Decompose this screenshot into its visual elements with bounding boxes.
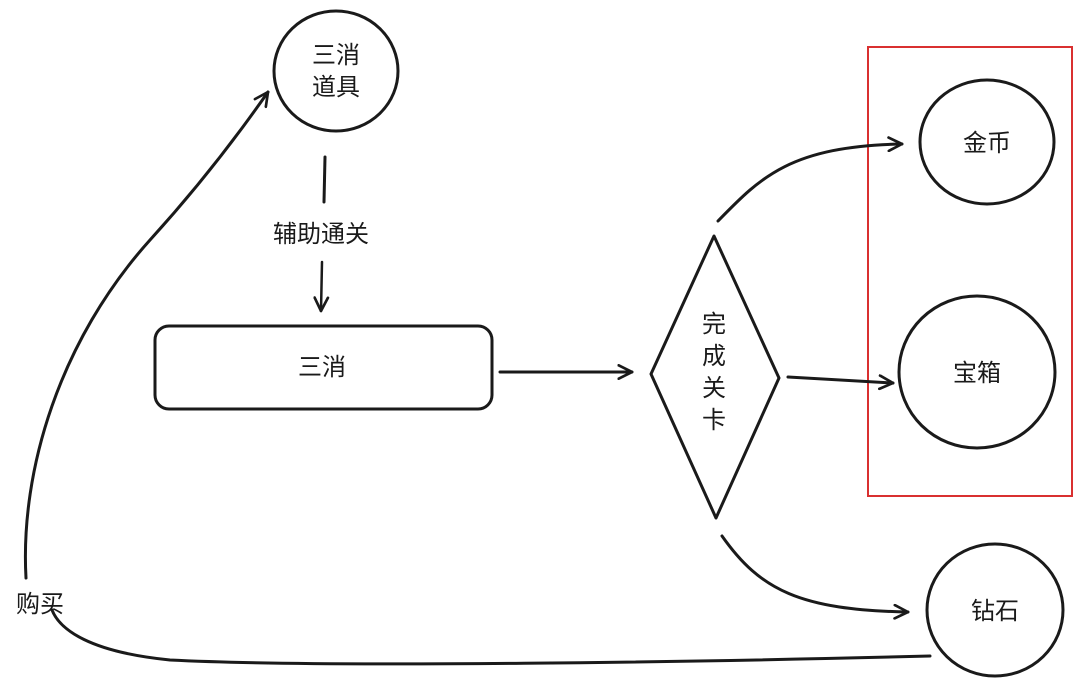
node-chest: 宝箱 (897, 294, 1057, 450)
node-match3: 三消 (153, 324, 494, 411)
node-complete-level: 完 成 关 卡 (649, 234, 781, 520)
node-match3-props: 三消 道具 (272, 9, 400, 133)
edge-complete-to-gold (716, 136, 904, 223)
node-match3-props-label-line2: 道具 (312, 73, 360, 101)
node-gold-label: 金币 (963, 129, 1011, 157)
rewards-highlight-box (867, 46, 1073, 497)
node-diamond: 钻石 (925, 542, 1065, 678)
node-complete-level-char-2: 成 (702, 342, 726, 370)
edge-buy-label: 购买 (16, 590, 64, 618)
node-chest-label: 宝箱 (953, 359, 1001, 387)
node-match3-props-label-line1: 三消 (312, 41, 360, 69)
edge-assist-clear: 辅助通关 (273, 155, 369, 313)
edge-buy: 购买 (16, 90, 932, 666)
node-complete-level-char-3: 关 (702, 374, 726, 402)
node-diamond-label: 钻石 (971, 597, 1019, 625)
edge-assist-clear-label: 辅助通关 (273, 220, 369, 248)
node-complete-level-char-1: 完 (702, 310, 726, 338)
edge-complete-to-chest (786, 374, 895, 391)
node-match3-label: 三消 (298, 353, 346, 381)
node-complete-level-char-4: 卡 (702, 406, 726, 434)
node-gold: 金币 (918, 78, 1056, 206)
edge-complete-to-diamond (720, 534, 910, 620)
